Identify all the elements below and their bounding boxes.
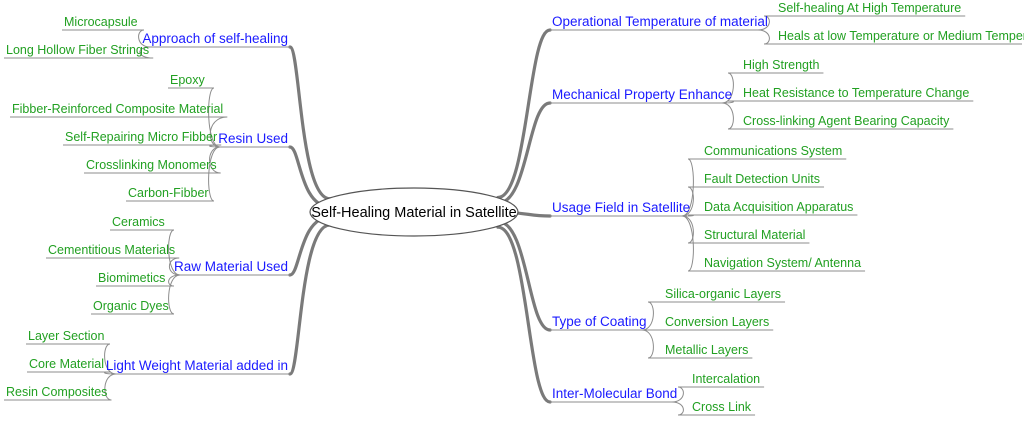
leaf-label-crosslinking-monomers[interactable]: Crosslinking Monomers — [86, 158, 217, 172]
leaf-label-intercalation[interactable]: Intercalation — [692, 372, 760, 386]
leaf-connector-microcapsule — [138, 29, 151, 48]
leaf-label-fibber-reinforced-composite-material[interactable]: Fibber-Reinforced Composite Material — [12, 102, 223, 116]
branch-nodes: Approach of self-healing MicrocapsuleLong… — [6, 1, 1024, 414]
leaf-connector-carbon-fibber — [208, 146, 221, 202]
leaf-connector-cementitious-materials — [168, 257, 181, 276]
center-node[interactable]: Self-Healing Material in Satellite — [309, 187, 519, 237]
leaf-connector-long-hollow-fiber-strings — [139, 46, 154, 59]
leaf-connector-high-strength — [721, 72, 734, 104]
leaf-connector-resin-composites — [104, 373, 117, 401]
branch-label-resin-used[interactable]: Resin Used — [218, 131, 288, 146]
leaf-label-communications-system[interactable]: Communications System — [704, 144, 842, 158]
center-label: Self-Healing Material in Satellite — [311, 205, 517, 221]
leaf-label-core-material[interactable]: Core Material — [29, 357, 104, 371]
leaf-connector-metallic-layers — [641, 329, 654, 359]
leaf-connector-cross-link — [671, 401, 684, 416]
leaf-label-cross-link[interactable]: Cross Link — [692, 400, 752, 414]
leaf-label-metallic-layers[interactable]: Metallic Layers — [665, 343, 748, 357]
leaf-connector-fibber-reinforced-composite-material — [209, 116, 228, 148]
leaf-connector-navigation-system-antenna — [681, 215, 694, 272]
leaf-connector-intercalation — [671, 386, 684, 403]
leaf-label-layer-section[interactable]: Layer Section — [28, 329, 104, 343]
trunk-line-type-of-coating — [496, 219, 552, 332]
leaf-connector-cross-linking-agent-bearing-capacity — [721, 102, 734, 130]
trunk-line-light-weight-material-added-in — [288, 223, 332, 376]
leaf-label-microcapsule[interactable]: Microcapsule — [64, 15, 138, 29]
leaf-connector-heals-at-low-temperature-or-medium-temperature — [757, 29, 770, 45]
leaf-label-fault-detection-units[interactable]: Fault Detection Units — [704, 172, 820, 186]
leaf-label-conversion-layers[interactable]: Conversion Layers — [665, 315, 769, 329]
leaf-label-data-acquisition-apparatus[interactable]: Data Acquisition Apparatus — [704, 200, 853, 214]
leaf-label-navigation-system-antenna[interactable]: Navigation System/ Antenna — [704, 256, 861, 270]
branch-label-approach-of-self-healing[interactable]: Approach of self-healing — [142, 31, 288, 46]
branch-label-raw-material-used[interactable]: Raw Material Used — [174, 259, 288, 274]
leaf-label-high-strength[interactable]: High Strength — [743, 58, 819, 72]
leaf-label-resin-composites[interactable]: Resin Composites — [6, 385, 107, 399]
leaf-label-biomimetics[interactable]: Biomimetics — [98, 271, 165, 285]
leaf-connector-self-healing-at-high-temperature — [757, 15, 770, 31]
leaf-label-silica-organic-layers[interactable]: Silica-organic Layers — [665, 287, 781, 301]
branch-label-mechanical-property-enhance[interactable]: Mechanical Property Enhance — [552, 87, 732, 102]
leaf-label-epoxy[interactable]: Epoxy — [170, 73, 205, 87]
branch-label-type-of-coating[interactable]: Type of Coating — [552, 314, 647, 329]
leaf-label-ceramics[interactable]: Ceramics — [112, 215, 165, 229]
leaf-label-structural-material[interactable]: Structural Material — [704, 228, 805, 242]
branch-label-operational-temperature-of-material[interactable]: Operational Temperature of material — [552, 14, 768, 29]
leaf-connector-fault-detection-units — [681, 186, 694, 217]
leaf-label-heals-at-low-temperature-or-medium-temperature[interactable]: Heals at low Temperature or Medium Tempe… — [778, 29, 1024, 43]
leaf-connector-organic-dyes — [168, 274, 181, 315]
leaf-label-cementitious-materials[interactable]: Cementitious Materials — [48, 243, 175, 257]
branch-label-usage-field-in-satellite[interactable]: Usage Field in Satellite — [552, 200, 690, 215]
trunk-line-inter-molecular-bond — [496, 225, 552, 404]
leaf-label-long-hollow-fiber-strings[interactable]: Long Hollow Fiber Strings — [6, 43, 149, 57]
branch-label-light-weight-material-added-in[interactable]: Light Weight Material added in — [106, 358, 288, 373]
leaf-label-self-healing-at-high-temperature[interactable]: Self-healing At High Temperature — [778, 1, 961, 15]
leaf-label-organic-dyes[interactable]: Organic Dyes — [93, 299, 169, 313]
leaf-connector-layer-section — [104, 343, 117, 375]
leaf-connector-ceramics — [168, 229, 181, 276]
leaf-label-cross-linking-agent-bearing-capacity[interactable]: Cross-linking Agent Bearing Capacity — [743, 114, 950, 128]
leaf-label-carbon-fibber[interactable]: Carbon-Fibber — [128, 186, 209, 200]
leaf-lines — [4, 15, 1022, 416]
center-ellipse — [309, 187, 519, 237]
branch-label-inter-molecular-bond[interactable]: Inter-Molecular Bond — [552, 386, 677, 401]
leaf-label-self-repairing-micro-fibber[interactable]: Self-Repairing Micro Fibber — [65, 130, 217, 144]
trunk-line-operational-temperature-of-material — [496, 28, 552, 200]
trunk-line-mechanical-property-enhance — [496, 101, 552, 205]
trunk-line-approach-of-self-healing — [288, 45, 332, 201]
leaf-label-heat-resistance-to-temperature-change[interactable]: Heat Resistance to Temperature Change — [743, 86, 969, 100]
leaf-connector-silica-organic-layers — [641, 301, 654, 331]
